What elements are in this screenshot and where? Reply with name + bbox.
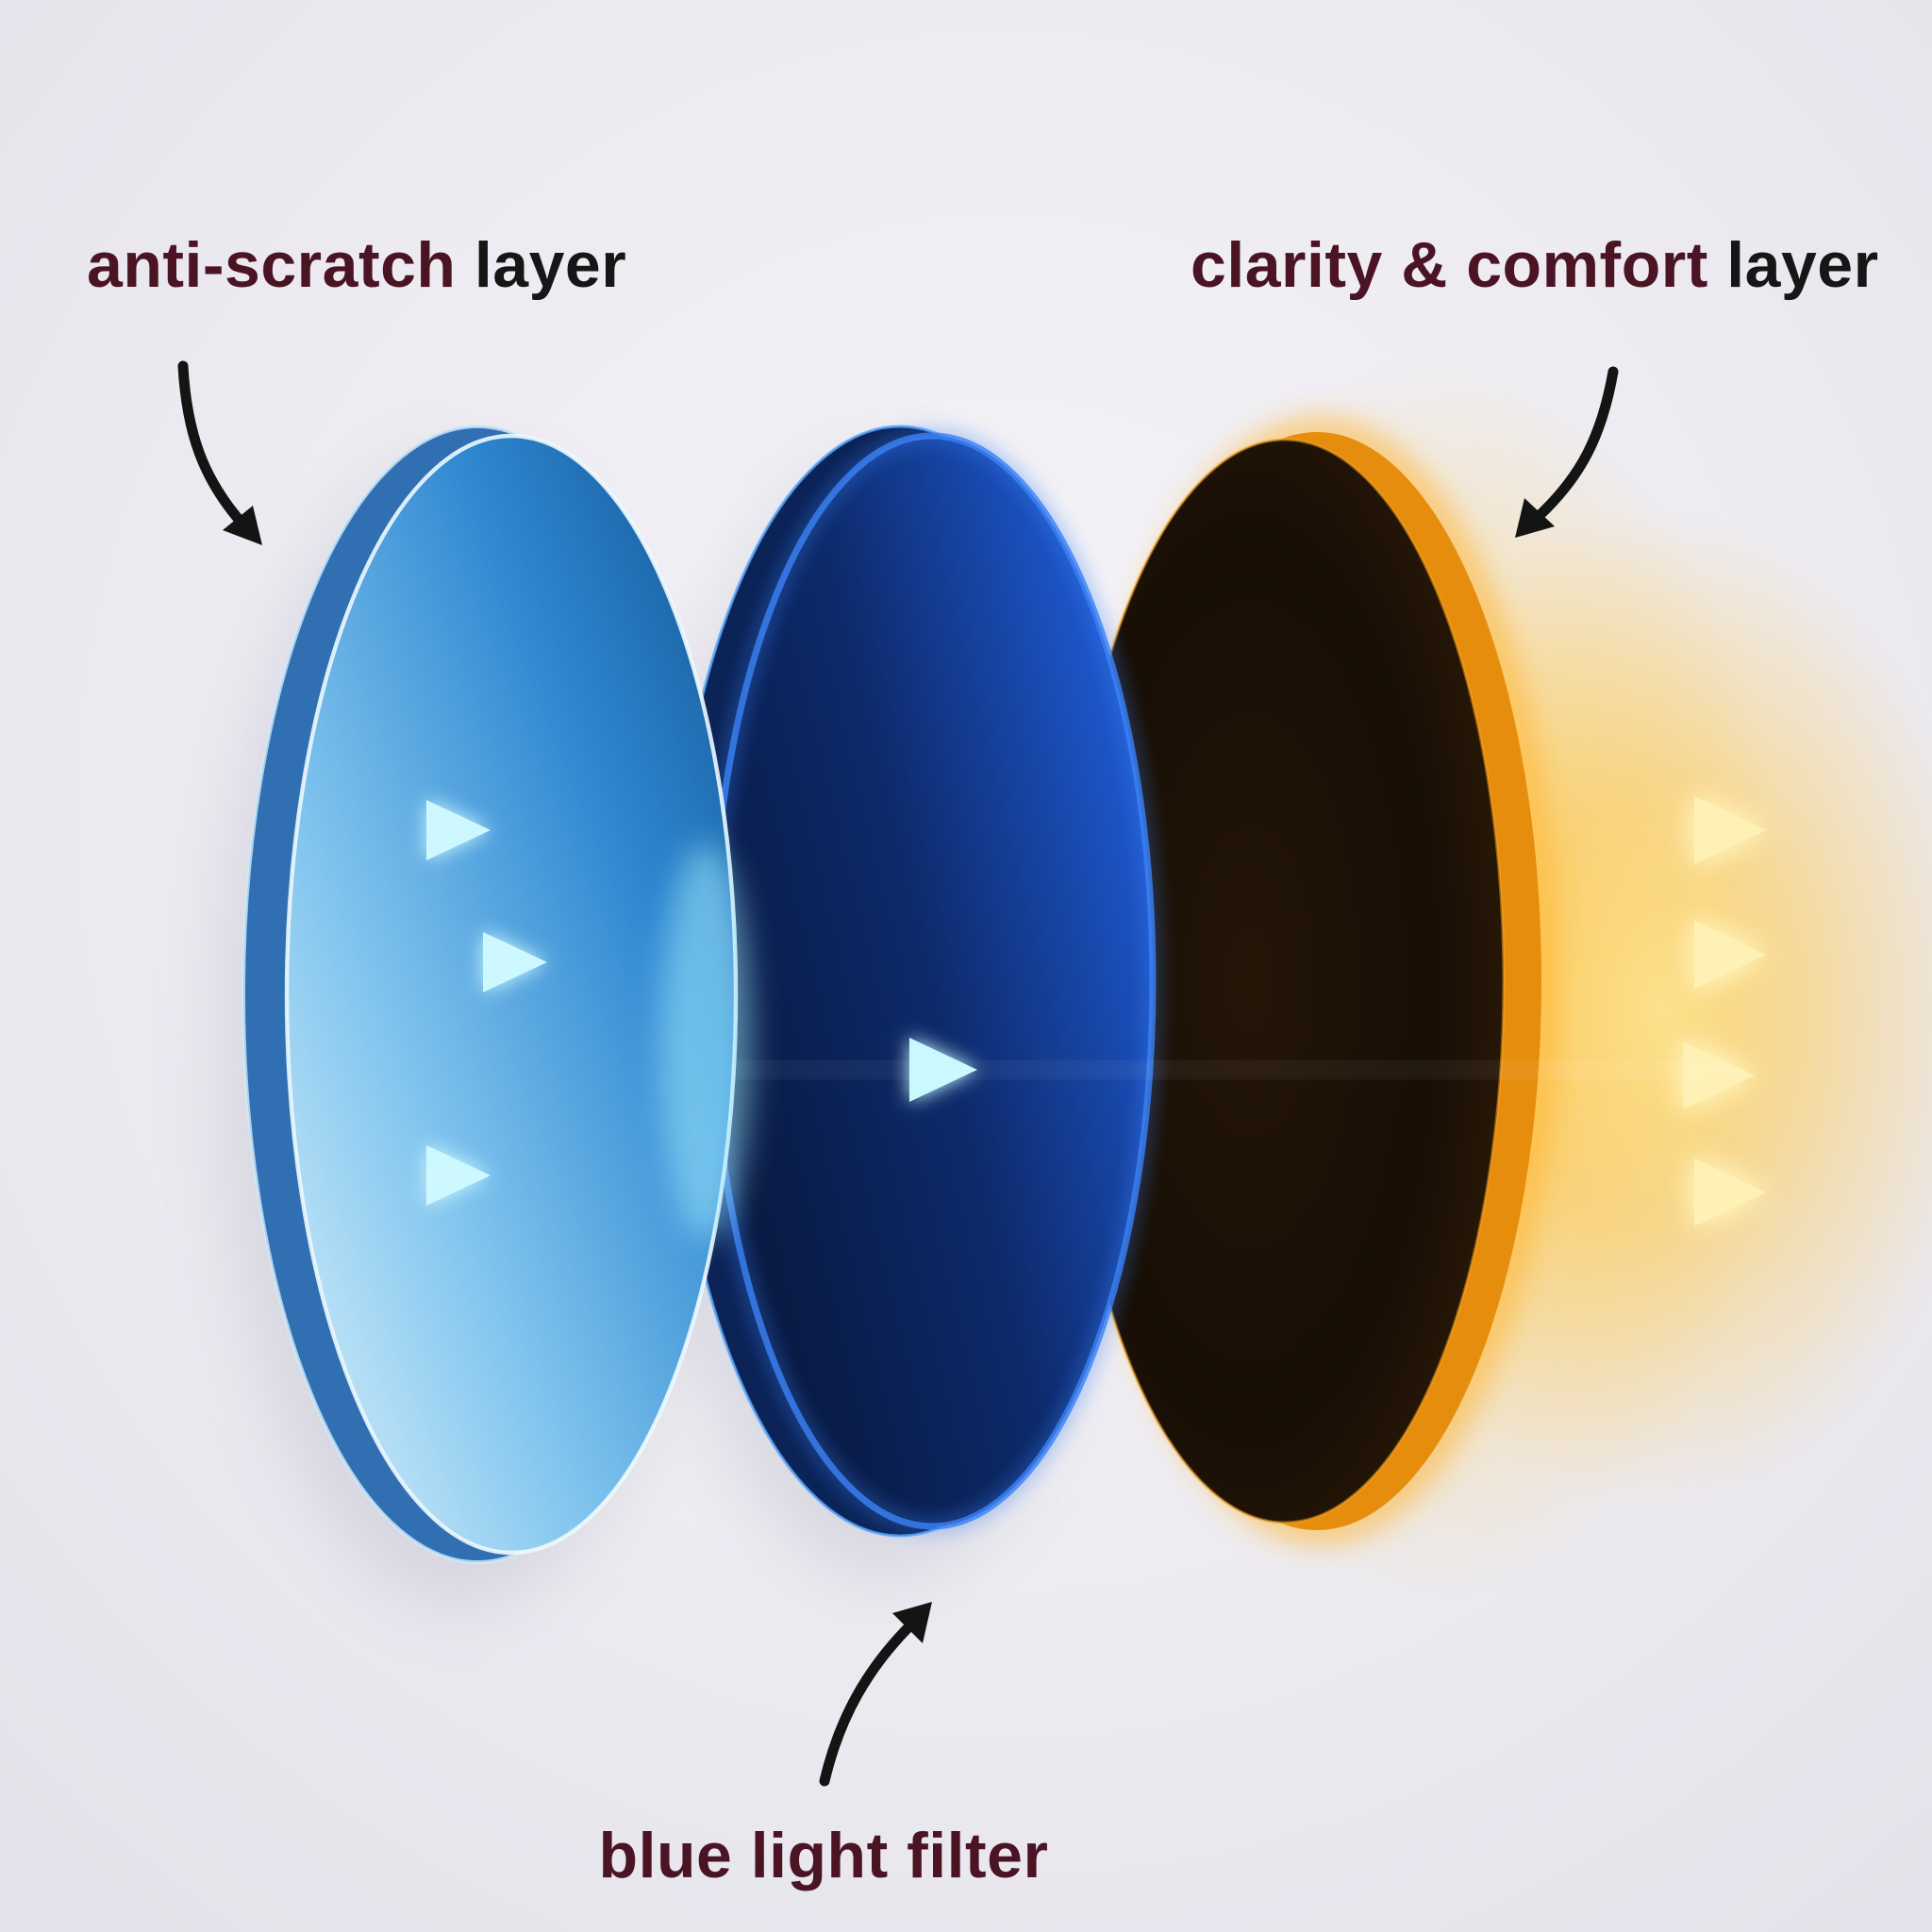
lens-clarity-comfort (1064, 423, 1553, 1540)
incoming-ray-arrowhead (483, 932, 547, 992)
annotation-arrow-anti-scratch (177, 360, 247, 528)
lens-anti-scratch (242, 425, 751, 1564)
label-clarity-comfort-accent: clarity & comfort (1191, 229, 1708, 301)
incoming-ray-arrowhead (426, 1145, 491, 1206)
annotation-arrowhead-clarity (1515, 498, 1555, 538)
outgoing-ray-arrowhead (1683, 1041, 1755, 1109)
lens-blue-light-filter (668, 425, 1157, 1538)
label-blue-light-filter-text: blue light filter (598, 1820, 1049, 1891)
lens1-face (287, 436, 736, 1553)
lens2-face (711, 436, 1153, 1526)
label-clarity-comfort-layer: clarity & comfort layer (1191, 230, 1879, 301)
label-anti-scratch-layer: anti-scratch layer (87, 230, 626, 301)
annotation-arrow-clarity (1530, 366, 1619, 525)
incoming-ray-arrowhead (426, 800, 491, 860)
lens3-face (1066, 440, 1504, 1523)
annotation-arrowhead-anti-scratch (223, 506, 262, 545)
incoming-light-arrows (276, 800, 547, 1206)
label-blue-light-filter: blue light filter (599, 1821, 1049, 1891)
outgoing-ray-arrowhead (1694, 796, 1766, 864)
outgoing-light-rays (1124, 796, 1766, 1226)
annotation-arrow-blue-filter (819, 1619, 917, 1787)
outgoing-ray-arrowhead (1694, 1158, 1766, 1226)
annotation-arrows (177, 360, 1619, 1787)
label-anti-scratch-rest: layer (456, 229, 627, 301)
outgoing-ray-arrowhead (1694, 921, 1766, 989)
lens1-hotspot (660, 843, 751, 1240)
label-anti-scratch-accent: anti-scratch (87, 229, 457, 301)
faint-light-streak (226, 1066, 1736, 1074)
cyan-beam-arrowhead (909, 1038, 977, 1102)
label-clarity-comfort-rest: layer (1707, 229, 1879, 301)
annotation-arrowhead-blue-filter (892, 1602, 932, 1643)
